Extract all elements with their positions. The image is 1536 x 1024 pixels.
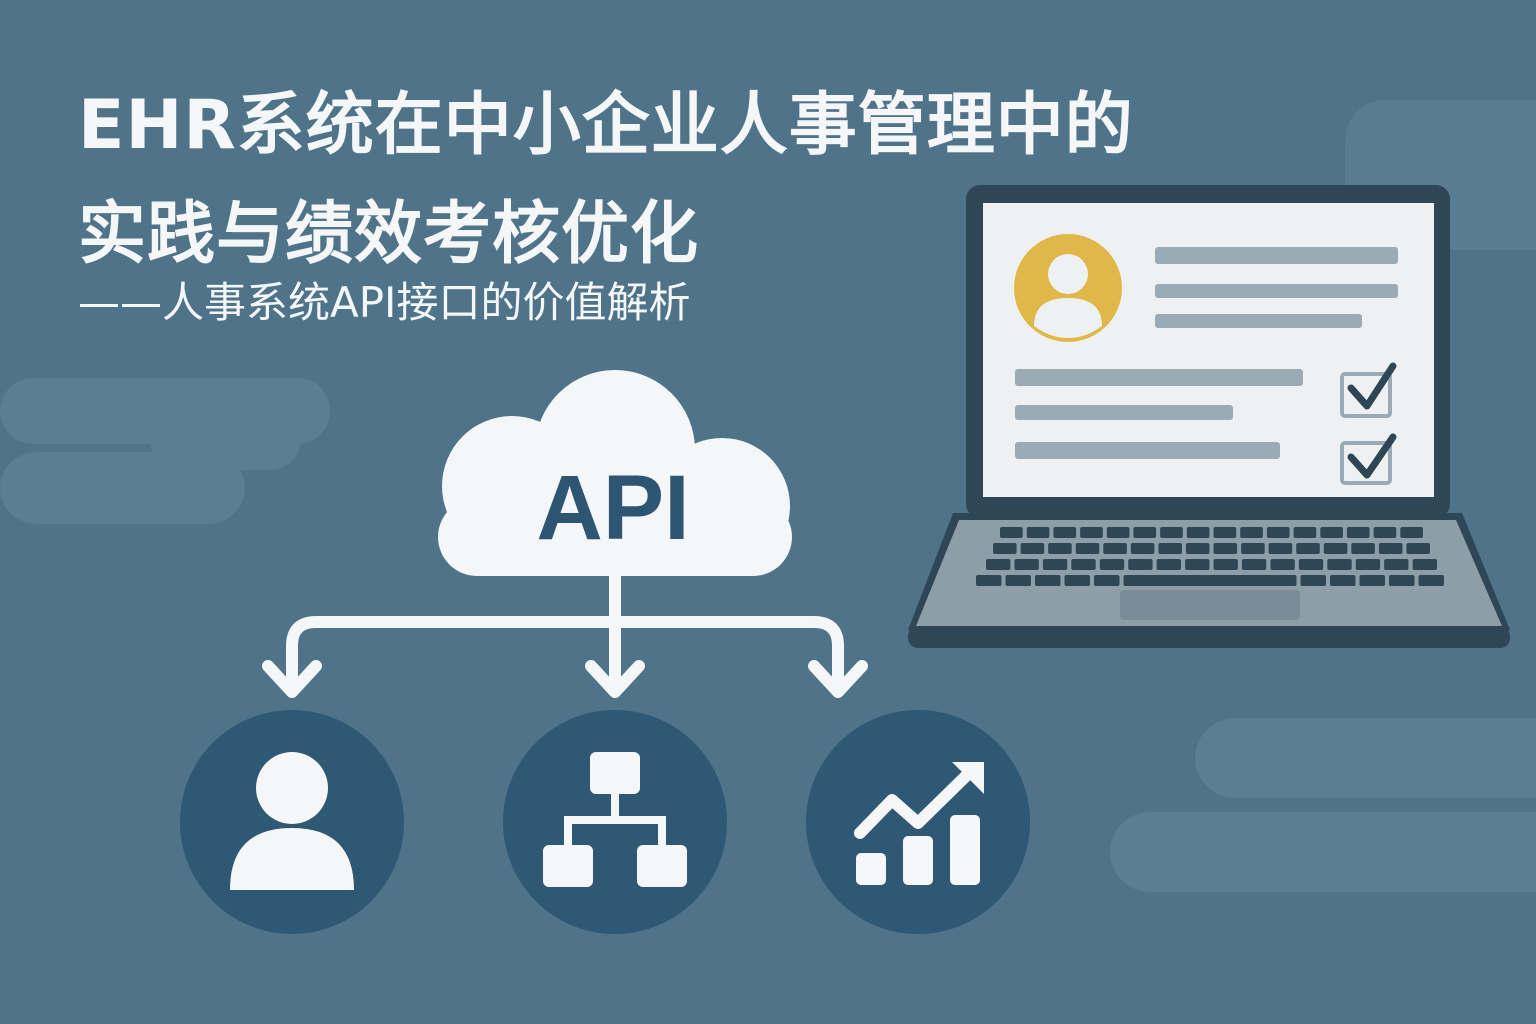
growth-chart-icon (854, 762, 984, 885)
keyboard-key (1330, 575, 1356, 586)
keyboard-key (1296, 543, 1320, 554)
cloud-streak (150, 412, 300, 470)
keyboard-key (993, 543, 1017, 554)
user-avatar-icon (1014, 234, 1122, 342)
keyboard-key (1240, 527, 1263, 538)
keyboard-key (1158, 543, 1182, 554)
keyboard-key (1359, 575, 1385, 586)
keyboard-key (1213, 527, 1237, 538)
organization-node (503, 710, 727, 934)
keyboard-key (1384, 559, 1409, 570)
cloud-streak (1195, 718, 1536, 798)
keyboard-key (1268, 543, 1293, 554)
keyboard-key (1075, 543, 1100, 554)
connector-lines (286, 569, 844, 696)
keyboard-key (1185, 543, 1210, 554)
keyboard-key (1103, 543, 1127, 554)
keyboard-key (1186, 527, 1210, 538)
keyboard-key (1130, 543, 1155, 554)
keyboard-key (1406, 543, 1430, 554)
keyboard-key (1351, 543, 1375, 554)
profile-text-placeholders (1155, 247, 1398, 328)
keyboard-key (1053, 527, 1077, 538)
arrow-down-icon (585, 660, 645, 698)
checkbox-checked-icon (1340, 362, 1397, 418)
keyboard-key (1373, 527, 1397, 538)
keyboard-key (1293, 527, 1317, 538)
keyboard-key (1298, 559, 1324, 570)
keyboard-key (1071, 559, 1096, 570)
keyboard-key (1020, 543, 1045, 554)
keyboard-key (1026, 527, 1050, 538)
keyboard-key (1185, 559, 1210, 570)
arrow-down-icon (262, 660, 322, 698)
performance-node (806, 710, 1030, 934)
keyboard-key (1355, 559, 1381, 570)
keyboard-spacebar (1123, 575, 1297, 586)
keyboard-key (1213, 559, 1238, 570)
keyboard-key (1266, 527, 1290, 538)
keyboard-key (1418, 575, 1444, 586)
arrow-down-icon (808, 660, 868, 698)
keyboard-key (1042, 559, 1068, 570)
keyboard-key (1241, 543, 1265, 554)
keyboard-key (1005, 575, 1031, 586)
keyboard-key (1389, 575, 1415, 586)
keyboard-key (1106, 527, 1130, 538)
keyboard-key (1048, 543, 1072, 554)
keyboard (976, 527, 1444, 586)
cloud-streak (1110, 812, 1536, 892)
keyboard-key (1320, 527, 1343, 538)
keyboard-key (1156, 559, 1181, 570)
form-text-placeholders (1015, 369, 1303, 459)
keyboard-key (1160, 527, 1183, 538)
keyboard-key (976, 575, 1002, 586)
keyboard-key (1241, 559, 1267, 570)
api-label: API (536, 457, 689, 559)
person-icon (230, 752, 354, 890)
keyboard-key (1035, 575, 1061, 586)
keyboard-key (1300, 575, 1326, 586)
cloud-icon (438, 370, 792, 576)
keyboard-key (1128, 559, 1153, 570)
title-line-2: 实践与绩效考核优化 (78, 194, 700, 274)
keyboard-key (1213, 543, 1238, 554)
keyboard-key (1064, 575, 1090, 586)
keyboard-key (986, 559, 1011, 570)
employee-node (180, 710, 404, 934)
laptop-trackpad (1120, 590, 1300, 620)
keyboard-key (1014, 559, 1039, 570)
keyboard-key (1270, 559, 1295, 570)
keyboard-key (1094, 575, 1120, 586)
org-chart-icon (543, 752, 687, 887)
title-line-1: EHR系统在中小企业人事管理中的 (78, 86, 1134, 165)
page-subtitle: ——人事系统API接口的价值解析 (78, 278, 691, 327)
keyboard-key (1000, 527, 1023, 538)
keyboard-key (1400, 527, 1423, 538)
keyboard-key (1378, 543, 1403, 554)
keyboard-key (1323, 543, 1348, 554)
keyboard-key (1080, 527, 1103, 538)
laptop-screen (966, 185, 1450, 518)
keyboard-key (1346, 527, 1370, 538)
keyboard-key (1327, 559, 1352, 570)
keyboard-key (1412, 559, 1437, 570)
page-title: EHR系统在中小企业人事管理中的 实践与绩效考核优化 (78, 72, 1134, 290)
checkbox-checked-icon (1340, 433, 1397, 485)
keyboard-key (1099, 559, 1125, 570)
keyboard-key (1133, 527, 1157, 538)
